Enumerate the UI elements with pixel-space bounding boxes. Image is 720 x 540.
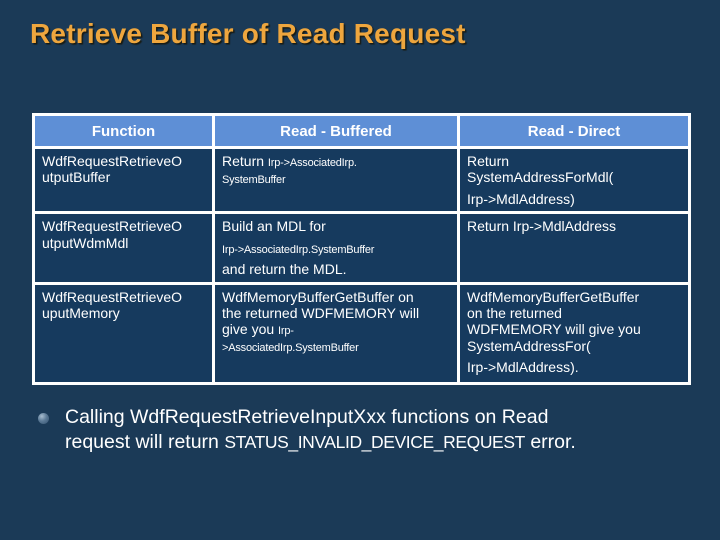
table-cell-r0c1: Return Irp->AssociatedIrp. SystemBuffer xyxy=(212,145,460,215)
bullet-item: Calling WdfRequestRetrieveInputXxx funct… xyxy=(38,405,678,455)
text-segment: Return Irp->MdlAddress xyxy=(467,218,617,235)
text-segment-small: Irp->AssociatedIrp.SystemBuffer xyxy=(222,243,375,256)
cell-paragraph: Return SystemAddressForMdl( xyxy=(467,153,681,186)
cell-paragraph: Return Irp->MdlAddress xyxy=(467,218,681,234)
header-cell-read-buffered: Read - Buffered xyxy=(212,113,460,149)
bullet-text: Calling WdfRequestRetrieveInputXxx funct… xyxy=(65,405,576,455)
text-segment: Irp->MdlAddress). xyxy=(467,359,579,376)
table-cell-r0c0: WdfRequestRetrieveO utputBuffer xyxy=(32,145,215,215)
cell-paragraph: Return Irp->AssociatedIrp. SystemBuffer xyxy=(222,153,450,187)
text-segment-small: Irp->AssociatedIrp. SystemBuffer xyxy=(222,157,357,186)
cell-paragraph: WdfMemoryBufferGetBuffer on the returned… xyxy=(222,289,450,355)
text-segment: Return xyxy=(222,153,268,169)
cell-paragraph: WdfRequestRetrieveO utputBuffer xyxy=(42,153,205,186)
header-cell-function: Function xyxy=(32,113,215,149)
cell-paragraph: WdfMemoryBufferGetBuffer on the returned… xyxy=(467,289,681,355)
header-cell-read-direct: Read - Direct xyxy=(457,113,691,149)
table-cell-r2c0: WdfRequestRetrieveO uputMemory xyxy=(32,281,215,385)
table-row: WdfRequestRetrieveO uputMemory WdfMemoryB… xyxy=(32,281,691,385)
cell-paragraph: Irp->AssociatedIrp.SystemBuffer xyxy=(222,240,450,257)
cell-paragraph: Irp->MdlAddress) xyxy=(467,191,681,207)
table-row: WdfRequestRetrieveO utputBuffer Return Ir… xyxy=(32,145,691,215)
table-cell-r2c2: WdfMemoryBufferGetBuffer on the returned… xyxy=(457,281,691,385)
table-cell-r1c2: Return Irp->MdlAddress xyxy=(457,211,691,285)
text-segment: WdfRequestRetrieveO utputBuffer xyxy=(42,153,183,186)
bullet-sphere-icon xyxy=(38,413,49,424)
table-row: WdfRequestRetrieveO utputWdmMdl Build an … xyxy=(32,211,691,285)
text-segment-small: Irp- >AssociatedIrp.SystemBuffer xyxy=(222,325,359,355)
table-cell-r1c0: WdfRequestRetrieveO utputWdmMdl xyxy=(32,211,215,285)
text-segment: Calling WdfRequestRetrieveInputXxx funct… xyxy=(65,406,549,453)
text-segment: WdfRequestRetrieveO utputWdmMdl xyxy=(42,218,183,251)
text-segment-small: STATUS_INVALID_DEVICE_REQUEST xyxy=(224,431,525,452)
text-segment: Build an MDL for xyxy=(222,218,326,235)
cell-paragraph: and return the MDL. xyxy=(222,261,450,277)
text-segment: Irp->MdlAddress) xyxy=(467,190,575,207)
page-title: Retrieve Buffer of Read Request xyxy=(30,18,466,49)
text-segment: and return the MDL. xyxy=(222,261,347,278)
cell-paragraph: WdfRequestRetrieveO utputWdmMdl xyxy=(42,218,205,251)
cell-paragraph: Irp->MdlAddress). xyxy=(467,359,681,375)
table-header-row: Function Read - Buffered Read - Direct xyxy=(32,113,691,149)
read-request-buffer-table: Function Read - Buffered Read - Direct W… xyxy=(32,113,691,385)
table-cell-r0c2: Return SystemAddressForMdl( Irp->MdlAddre… xyxy=(457,145,691,215)
cell-paragraph: WdfRequestRetrieveO uputMemory xyxy=(42,289,205,322)
text-segment: Return SystemAddressForMdl( xyxy=(467,153,614,186)
text-segment: WdfMemoryBufferGetBuffer on the returned… xyxy=(467,288,641,354)
text-segment: WdfRequestRetrieveO uputMemory xyxy=(42,288,183,322)
cell-paragraph: Build an MDL for xyxy=(222,218,450,234)
table-cell-r2c1: WdfMemoryBufferGetBuffer on the returned… xyxy=(212,281,460,385)
text-segment: error. xyxy=(524,430,576,453)
text-segment: WdfMemoryBufferGetBuffer on the returned… xyxy=(222,288,420,338)
